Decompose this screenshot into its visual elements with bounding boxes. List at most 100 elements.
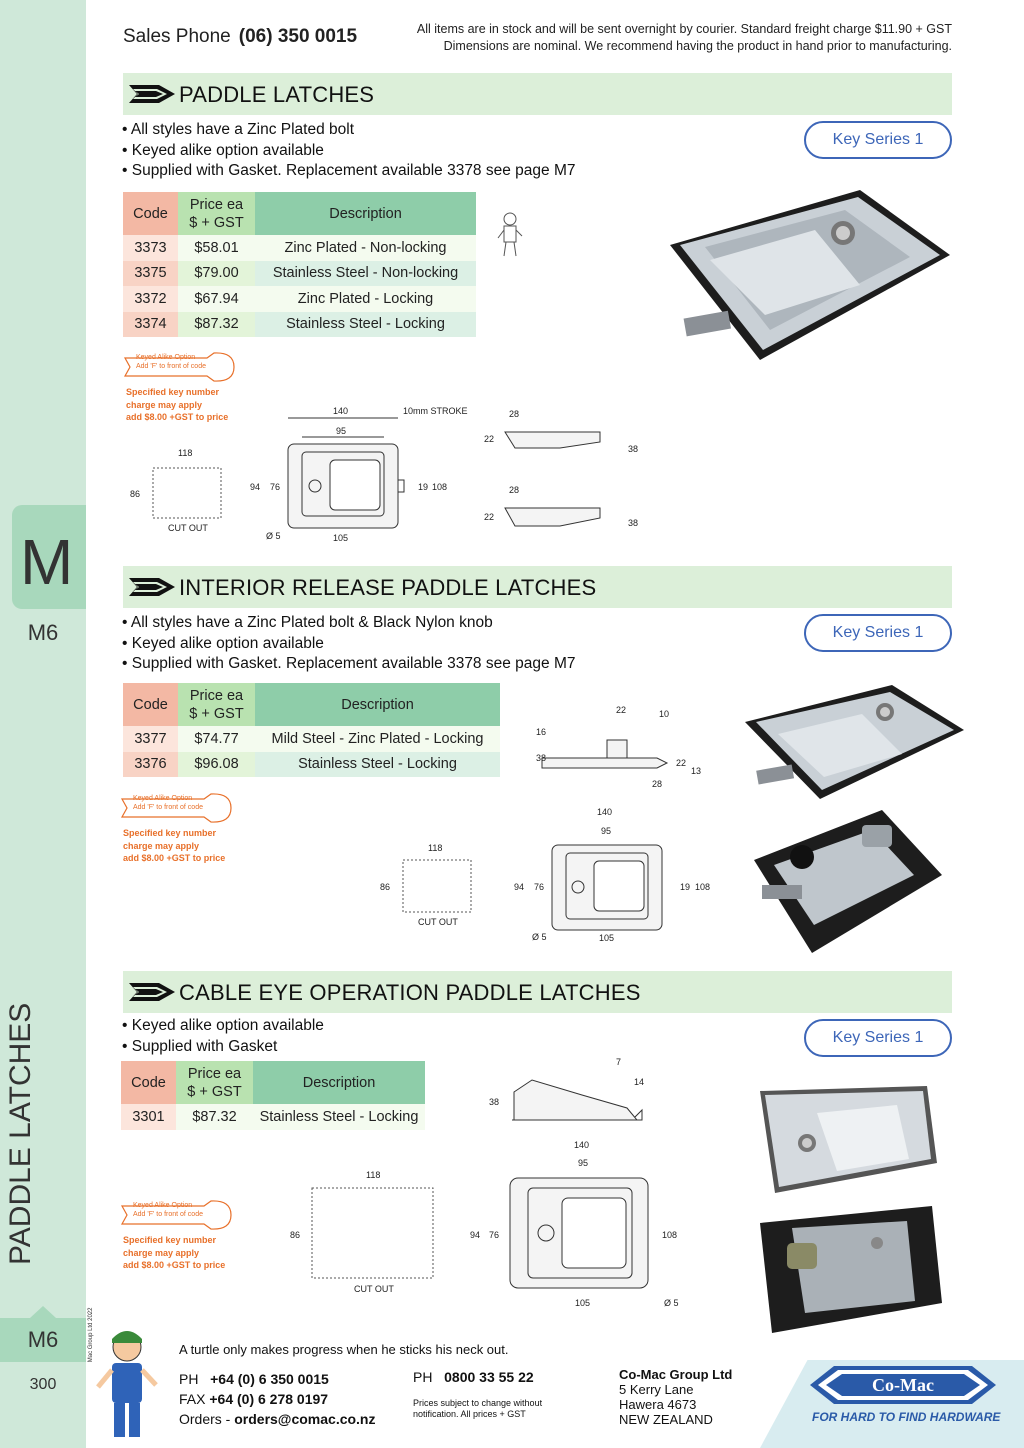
fax-label: FAX <box>179 1391 206 1407</box>
company-address: Co-Mac Group Ltd 5 Kerry Lane Hawera 467… <box>619 1367 732 1427</box>
page-number: 300 <box>29 1376 57 1393</box>
dim-label: 108 <box>662 1230 677 1240</box>
header-description: Description <box>253 1061 425 1104</box>
keyed-alike-line1: Keyed Alike Option <box>133 1202 193 1209</box>
technical-drawing: 7 14 38 118 86 CUT OUT 140 95 94 76 108 … <box>290 1057 679 1308</box>
section-letter: M <box>20 526 74 598</box>
bullet-list: • Keyed alike option available • Supplie… <box>122 1016 324 1057</box>
latch-rear-photo <box>754 810 942 953</box>
mascot-icon <box>497 212 523 257</box>
dim-label: 22 <box>484 434 494 444</box>
bullet: • Keyed alike option available <box>122 634 324 652</box>
vertical-title: PADDLE LATCHES <box>4 1002 37 1265</box>
dim-label: 140 <box>333 406 348 416</box>
footer-quote: A turtle only makes progress when he sti… <box>179 1342 509 1357</box>
dim-label: 140 <box>597 807 612 817</box>
contact-block: PH +64 (0) 6 350 0015 FAX +64 (0) 6 278 … <box>179 1369 376 1429</box>
bullet: • Keyed alike option available <box>122 141 324 159</box>
latch-rear-photo <box>760 1206 942 1333</box>
keyed-alike-line2: Add 'F' to front of code <box>133 804 203 811</box>
header-code: Code <box>123 683 178 726</box>
phone-link[interactable]: +64 (0) 6 350 0015 <box>210 1371 329 1387</box>
dim-label: 76 <box>534 882 544 892</box>
bullet: • Keyed alike option available <box>122 1017 324 1034</box>
dim-label: 86 <box>290 1230 300 1240</box>
dim-label: Ø 5 <box>266 531 281 541</box>
orders-email-link[interactable]: orders@comac.co.nz <box>234 1411 376 1427</box>
dim-label: 38 <box>536 753 546 763</box>
header-code: Code <box>123 192 178 235</box>
dim-label: 118 <box>178 448 192 458</box>
orders-label: Orders - <box>179 1411 231 1427</box>
section-header-cable-eye: CABLE EYE OPERATION PADDLE LATCHES <box>123 971 952 1013</box>
dim-label: 38 <box>489 1097 499 1107</box>
dim-label: 108 <box>695 882 710 892</box>
section-tab[interactable]: M <box>12 505 86 609</box>
dim-label: 38 <box>628 518 638 528</box>
address-line: Hawera 4673 <box>619 1397 697 1412</box>
dim-label: 38 <box>628 444 638 454</box>
bullet-list: • All styles have a Zinc Plated bolt • K… <box>122 120 575 182</box>
dim-label: 105 <box>599 933 614 943</box>
section-header-paddle-latches: PADDLE LATCHES <box>123 73 952 115</box>
spec-line1: Specified key number <box>123 1235 217 1245</box>
notice-line2: Dimensions are nominal. We recommend hav… <box>443 39 952 53</box>
header-description: Description <box>255 192 476 235</box>
bullet: • All styles have a Zinc Plated bolt & B… <box>122 614 493 631</box>
spec-line3: add $8.00 +GST to price <box>126 412 229 422</box>
dim-label: 118 <box>428 843 442 853</box>
bottom-section-code: M6 <box>0 1306 86 1362</box>
dim-label: 19 <box>680 882 690 892</box>
freephone-link[interactable]: 0800 33 55 22 <box>444 1369 534 1385</box>
bullet: • All styles have a Zinc Plated bolt <box>122 121 355 138</box>
keyed-alike-line2: Add 'F' to front of code <box>136 363 206 370</box>
latch-photo <box>745 685 964 799</box>
dim-label: 94 <box>514 882 524 892</box>
dim-label: 86 <box>130 489 140 499</box>
technical-drawing: 118 86 CUT OUT 140 10mm STROKE 95 94 76 … <box>130 406 638 543</box>
latch-photo <box>760 1086 937 1193</box>
dim-label: CUT OUT <box>168 523 208 533</box>
price-table: Code Price ea$ + GST Description 3377$74… <box>123 683 500 777</box>
bullet: • Supplied with Gasket. Replacement avai… <box>122 655 576 673</box>
dim-label: 10mm STROKE <box>403 406 468 416</box>
keyed-alike-line2: Add 'F' to front of code <box>133 1211 203 1218</box>
sidebar <box>0 0 86 1448</box>
dim-label: 22 <box>616 705 626 715</box>
key-series-button[interactable]: Key Series 1 <box>804 1019 952 1057</box>
address-line: 5 Kerry Lane <box>619 1382 694 1397</box>
dim-label: 7 <box>616 1057 621 1067</box>
freight-notice: All items are in stock and will be sent … <box>417 21 952 55</box>
key-series-button[interactable]: Key Series 1 <box>804 121 952 159</box>
header-price: Price ea$ + GST <box>178 683 255 726</box>
slogan: FOR HARD TO FIND HARDWARE <box>812 1410 1001 1424</box>
dim-label: 14 <box>634 1077 644 1087</box>
bullet-list: • All styles have a Zinc Plated bolt & B… <box>122 613 575 675</box>
sales-phone: Sales Phone(06) 350 0015 <box>123 26 357 48</box>
address-line: NEW ZEALAND <box>619 1412 713 1427</box>
header-description: Description <box>255 683 500 726</box>
sales-number[interactable]: (06) 350 0015 <box>238 26 358 47</box>
spec-line1: Specified key number <box>123 828 217 838</box>
dim-label: 76 <box>489 1230 499 1240</box>
key-series-button[interactable]: Key Series 1 <box>804 614 952 652</box>
dim-label: Ø 5 <box>532 932 547 942</box>
dim-label: 13 <box>691 766 701 776</box>
ph2-label: PH <box>413 1369 433 1385</box>
comac-logo[interactable]: Co-Mac <box>810 1362 996 1408</box>
company-name: Co-Mac Group Ltd <box>619 1367 733 1382</box>
dim-label: 16 <box>536 727 546 737</box>
dim-label: 28 <box>652 779 662 789</box>
spec-line2: charge may apply <box>123 840 200 851</box>
ph-label: PH <box>179 1371 199 1387</box>
arrow-icon <box>129 578 175 596</box>
